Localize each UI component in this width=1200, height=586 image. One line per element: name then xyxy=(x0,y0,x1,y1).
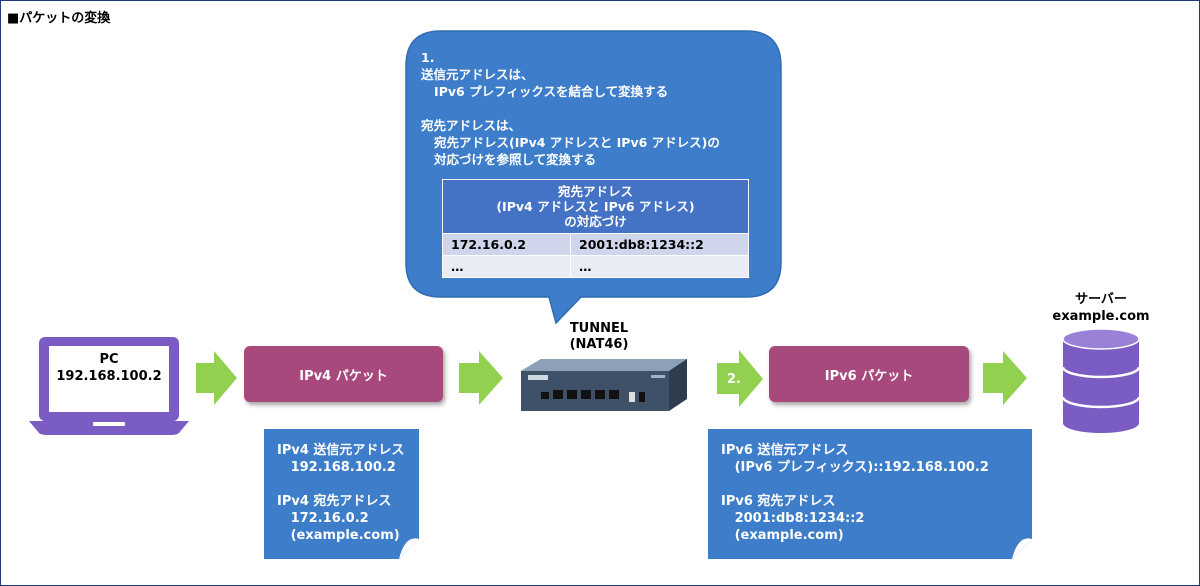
ipv4-note-shape xyxy=(264,429,419,559)
arrow-router-to-ipv6 xyxy=(717,350,763,407)
mapping-table-header: 宛先アドレス (IPv4 アドレスと IPv6 アドレス) の対応づけ xyxy=(442,179,749,234)
server-name: サーバー xyxy=(1075,292,1127,307)
router-icon xyxy=(521,359,687,411)
ipv6-note-text: IPv6 送信元アドレス (IPv6 プレフィックス)::192.168.100… xyxy=(721,443,989,543)
arrow-ipv6-to-server xyxy=(983,351,1027,405)
callout-text: 1. 送信元アドレスは、 IPv6 プレフィックスを結合して変換する 宛先アドレ… xyxy=(421,50,720,167)
ipv4-packet-box: IPv4 パケット xyxy=(244,346,443,402)
pc-name: PC xyxy=(99,352,119,367)
server-domain: example.com xyxy=(1052,309,1150,324)
server-label: サーバー example.com xyxy=(1041,291,1161,325)
table-row: … … xyxy=(442,255,749,278)
arrow-ipv4-to-router xyxy=(459,351,503,405)
table-cell-ipv4: … xyxy=(442,255,571,278)
router-function: (NAT46) xyxy=(569,337,629,352)
pc-address: 192.168.100.2 xyxy=(56,369,162,384)
table-cell-ipv6: 2001:db8:1234::2 xyxy=(570,233,749,256)
ipv6-packet-box: IPv6 パケット xyxy=(769,346,969,402)
pc-label: PC 192.168.100.2 xyxy=(53,351,165,385)
ipv4-note-text: IPv4 送信元アドレス 192.168.100.2 IPv4 宛先アドレス 1… xyxy=(277,443,405,543)
laptop-icon xyxy=(29,337,189,435)
router-label: TUNNEL (NAT46) xyxy=(549,321,649,353)
step-2-label: 2. xyxy=(727,372,741,387)
ipv6-packet-label: IPv6 パケット xyxy=(824,368,914,384)
arrow-pc-to-ipv4 xyxy=(196,351,237,405)
table-cell-ipv6: … xyxy=(570,255,749,278)
ipv6-note-shape xyxy=(708,429,1032,559)
section-title: ■パケットの変換 xyxy=(7,11,111,26)
server-icon xyxy=(1061,328,1141,433)
mapping-table: 宛先アドレス (IPv4 アドレスと IPv6 アドレス) の対応づけ 172.… xyxy=(442,179,749,278)
ipv4-packet-label: IPv4 パケット xyxy=(299,368,388,384)
router-name: TUNNEL xyxy=(569,321,629,336)
table-row: 172.16.0.2 2001:db8:1234::2 xyxy=(442,233,749,256)
table-cell-ipv4: 172.16.0.2 xyxy=(442,233,571,256)
